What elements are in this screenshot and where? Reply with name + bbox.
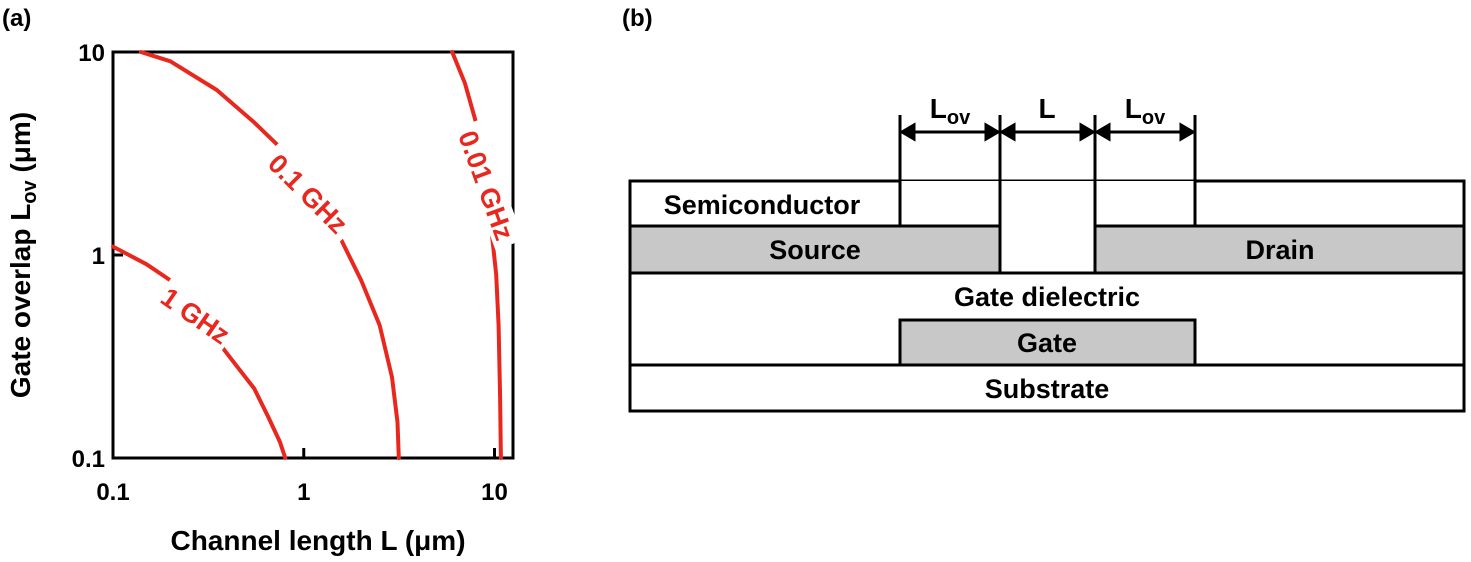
contour-labels: 1 GHz 0.1 GHz 0.01 GHz [153,119,524,351]
dim-label-lov-left: Lov [930,93,971,129]
contour-label-group-1-ghz: 1 GHz [153,278,240,351]
y-axis-title-sub: ov [19,179,41,203]
contour-label-bg-0-01-ghz [451,119,524,251]
gate-electrode [898,318,1197,367]
dim-label-l: L [1038,93,1055,124]
device-diagram: Semiconductor Source Drain Gate dielectr… [628,93,1466,413]
dielectric-label: Gate dielectric [954,282,1140,312]
dim-arrow-l [999,122,1096,142]
x-axis-title: Channel length L (μm) [170,525,465,556]
x-tick-label-0: 0.1 [96,479,129,506]
contour-label-bg-1-ghz [153,278,240,351]
y-axis-title: Gate overlap Lov (μm) [5,112,41,398]
contour-label-group-0-1-ghz: 0.1 GHz [258,141,360,244]
y-tick-label-2: 10 [78,40,105,67]
y-tick-label-1: 1 [92,243,105,270]
y-axis-title-unit: (μm) [5,112,36,180]
y-tick-label-0: 0.1 [72,446,105,473]
drain-label: Drain [1245,235,1314,265]
gate-label: Gate [1017,328,1077,358]
x-tick-label-1: 1 [297,479,310,506]
contour-line-0-01-ghz [450,50,503,460]
contour-chart: 0.1 1 10 0.1 1 10 1 GHz 0.1 GHz 0.01 GHz Channe… [5,40,524,556]
contour-line-0-1-ghz [138,50,401,460]
contour-line-1-ghz [111,244,288,460]
contour-label-0-01-ghz: 0.01 GHz [452,127,519,244]
axis-ticks: 0.1 1 10 0.1 1 10 [72,40,508,506]
y-axis-title-main: Gate overlap L [5,204,36,399]
plot-frame [111,50,515,460]
contour-label-bg-0-1-ghz [258,141,360,244]
source-label: Source [769,235,861,265]
substrate-label: Substrate [985,374,1110,404]
panel-a-label: (a) [2,5,31,32]
dim-arrow-lov-right [1094,122,1196,142]
dim-arrow-lov-left [899,122,1001,142]
contour-label-0-1-ghz: 0.1 GHz [262,148,353,239]
dim-label-lov-right: Lov [1125,93,1166,129]
panel-b-label: (b) [622,5,653,32]
contour-lines [111,50,503,460]
semiconductor-label: Semiconductor [664,190,861,220]
semiconductor-region [900,181,1195,226]
x-tick-label-2: 10 [481,479,508,506]
